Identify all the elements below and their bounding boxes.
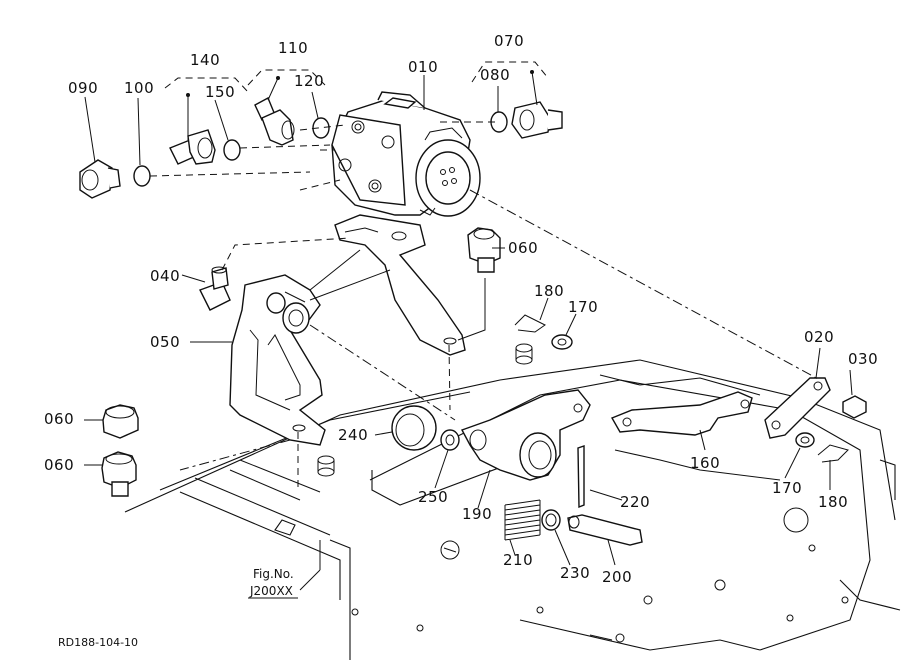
callout-010[interactable]: 010 xyxy=(408,58,438,76)
fitting-140[interactable] xyxy=(169,129,216,165)
callout-120[interactable]: 110 xyxy=(278,39,308,57)
callout-080[interactable]: 070 xyxy=(494,32,524,50)
link-plate-020[interactable] xyxy=(764,377,831,439)
group-bracket-080 xyxy=(471,61,549,106)
callout-230[interactable]: 230 xyxy=(560,564,590,582)
callout-200[interactable]: 200 xyxy=(602,568,632,586)
leader-lines xyxy=(84,75,853,591)
callout-210[interactable]: 210 xyxy=(503,551,533,569)
bolt-030[interactable] xyxy=(842,395,867,419)
fitting-080[interactable] xyxy=(511,101,563,139)
clip-180-upper[interactable] xyxy=(514,314,546,333)
link-rod-160[interactable] xyxy=(610,391,753,436)
callout-170-lower[interactable]: 170 xyxy=(772,479,802,497)
callout-240[interactable]: 240 xyxy=(338,426,368,444)
callout-180-lower[interactable]: 180 xyxy=(818,493,848,511)
callout-090[interactable]: 080 xyxy=(480,66,510,84)
callout-110[interactable]: 100 xyxy=(124,79,154,97)
fitting-040[interactable] xyxy=(199,266,231,311)
spring-210[interactable] xyxy=(504,499,541,541)
callout-180-upper[interactable]: 180 xyxy=(534,282,564,300)
figure-reference[interactable]: Fig.No. J200XX xyxy=(248,567,298,599)
callout-150[interactable]: 150 xyxy=(205,83,235,101)
o-ring-110[interactable] xyxy=(133,165,151,187)
group-bracket-120 xyxy=(247,69,326,101)
callout-140[interactable]: 140 xyxy=(190,51,220,69)
cap-070[interactable] xyxy=(102,404,139,439)
callout-130[interactable]: 120 xyxy=(294,72,324,90)
callout-160[interactable]: 160 xyxy=(690,454,720,472)
callout-070[interactable]: 060 xyxy=(44,410,74,428)
callout-030[interactable]: 030 xyxy=(848,350,878,368)
bolt-060-lower[interactable] xyxy=(101,451,137,497)
washer-170-lower[interactable] xyxy=(795,432,815,448)
bolt-060-upper[interactable] xyxy=(467,227,501,273)
o-ring-150[interactable] xyxy=(223,139,241,161)
callout-040[interactable]: 040 xyxy=(150,267,180,285)
fig-ref-line1: Fig.No. xyxy=(253,567,294,581)
washer-170-upper[interactable] xyxy=(551,334,573,350)
callout-220[interactable]: 220 xyxy=(620,493,650,511)
alignment-lines xyxy=(149,121,821,490)
callout-100[interactable]: 090 xyxy=(68,79,98,97)
group-bracket-140 xyxy=(164,77,249,140)
washer-250[interactable] xyxy=(440,429,460,451)
callout-020[interactable]: 020 xyxy=(804,328,834,346)
elbow-fitting-120[interactable] xyxy=(254,97,295,146)
ring-230[interactable] xyxy=(541,509,561,531)
lever-190[interactable] xyxy=(461,389,591,481)
spacer-240[interactable] xyxy=(391,405,437,451)
o-ring-130[interactable] xyxy=(312,117,330,139)
pin-200[interactable] xyxy=(567,514,643,546)
callout-170-upper[interactable]: 170 xyxy=(568,298,598,316)
callout-190[interactable]: 190 xyxy=(462,505,492,523)
callout-060-lower[interactable]: 060 xyxy=(44,456,74,474)
fig-ref-line2: J200XX xyxy=(249,584,293,598)
pump-bracket[interactable] xyxy=(229,214,466,446)
callout-250[interactable]: 250 xyxy=(418,488,448,506)
fuel-pump-body[interactable] xyxy=(331,91,481,217)
clip-180-lower[interactable] xyxy=(817,444,849,463)
bushing-small xyxy=(317,343,533,477)
fitting-100[interactable] xyxy=(79,159,121,199)
callout-labels: 090 100 140 150 110 120 010 070 080 060 … xyxy=(44,32,878,586)
pin-220[interactable] xyxy=(577,445,585,509)
callout-050[interactable]: 050 xyxy=(150,333,180,351)
callout-060-upper[interactable]: 060 xyxy=(508,239,538,257)
base-frame xyxy=(124,359,901,660)
drawing-code: RD188-104-10 xyxy=(58,636,138,649)
